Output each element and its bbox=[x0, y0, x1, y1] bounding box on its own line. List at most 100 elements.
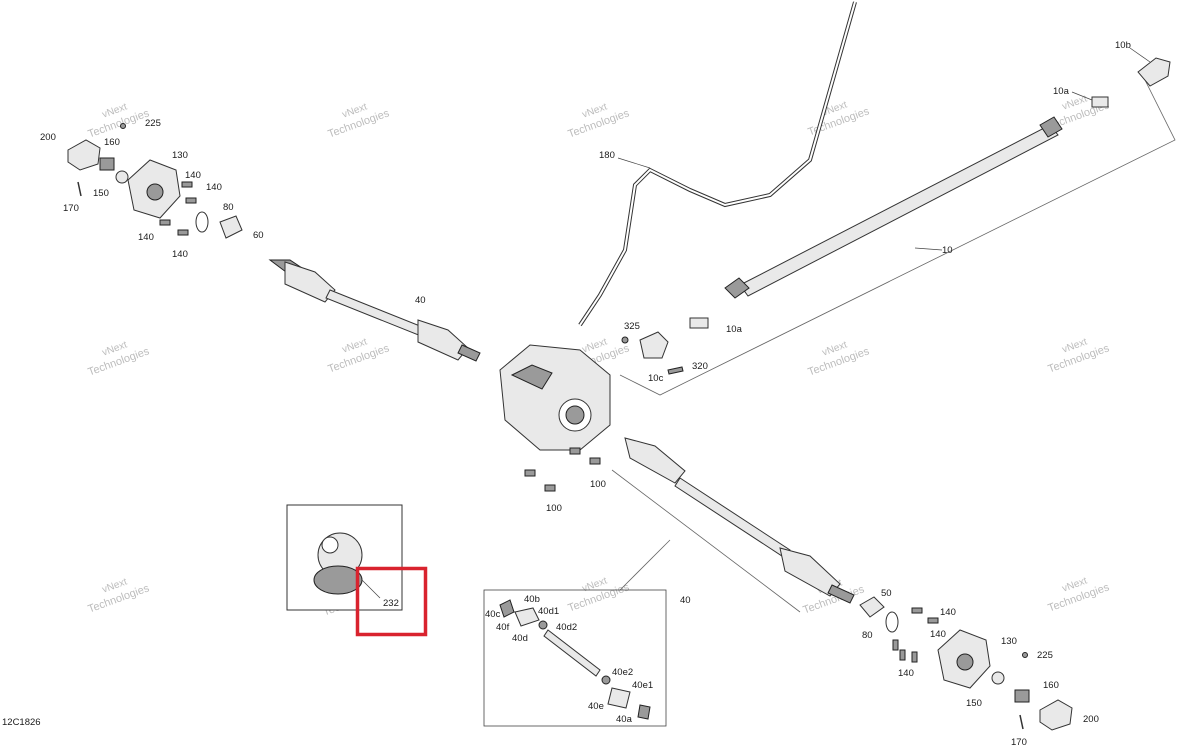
yoke-10b-part bbox=[1137, 57, 1171, 87]
callout-label[interactable]: 10b bbox=[1115, 40, 1131, 51]
shaft-yoke-part bbox=[1039, 116, 1063, 138]
leader-line bbox=[361, 579, 381, 599]
callout-label[interactable]: 180 bbox=[599, 150, 615, 161]
callout-label[interactable]: 50 bbox=[881, 588, 892, 599]
callout-label[interactable]: 80 bbox=[862, 630, 873, 641]
bolt-140-part bbox=[911, 651, 918, 663]
callout-label[interactable]: 140 bbox=[898, 668, 914, 679]
callout-label[interactable]: 170 bbox=[63, 203, 79, 214]
callout-label[interactable]: 40c bbox=[485, 609, 501, 620]
callout-label[interactable]: 40 bbox=[680, 595, 691, 606]
callout-label[interactable]: 10c bbox=[648, 373, 664, 384]
drive-shaft-part bbox=[739, 124, 1059, 297]
callout-labels: 10b 10a 10 10a 10c 320 325 180 225 200 1… bbox=[2, 40, 1131, 747]
inner-cv-boot-part bbox=[624, 437, 686, 484]
callout-label[interactable]: 10a bbox=[1053, 86, 1070, 97]
callout-label[interactable]: 200 bbox=[1083, 714, 1099, 725]
callout-label[interactable]: 140 bbox=[940, 607, 956, 618]
watermark: vNext Technologies bbox=[1046, 575, 1111, 614]
callout-label[interactable]: 140 bbox=[206, 182, 222, 193]
watermark: vNext Technologies bbox=[566, 575, 631, 614]
bolt-320-part bbox=[667, 366, 684, 375]
right-drive-axle-40 bbox=[611, 437, 855, 613]
part-40b bbox=[514, 607, 540, 627]
callout-label[interactable]: 40e1 bbox=[632, 680, 653, 691]
callout-label[interactable]: 40a bbox=[616, 714, 633, 725]
callout-label[interactable]: 225 bbox=[145, 118, 161, 129]
brake-disc-200-part bbox=[67, 139, 101, 171]
callout-label[interactable]: 140 bbox=[138, 232, 154, 243]
axle-shaft-part bbox=[674, 477, 791, 559]
bolt-140-part bbox=[892, 639, 899, 651]
vent-tube-part bbox=[578, 1, 857, 327]
callout-label[interactable]: 150 bbox=[93, 188, 109, 199]
bolt-140-part bbox=[177, 229, 189, 236]
callout-label[interactable]: 10a bbox=[726, 324, 743, 335]
washer-150-part bbox=[991, 671, 1005, 685]
shaft-yoke-part bbox=[724, 277, 750, 299]
nut-160-part bbox=[1014, 689, 1030, 703]
watermark: vNext Technologies bbox=[806, 99, 871, 138]
part-40a bbox=[637, 704, 651, 720]
bolt-140-part bbox=[911, 607, 923, 614]
bolt-140-part bbox=[899, 649, 906, 661]
callout-label[interactable]: 100 bbox=[590, 479, 606, 490]
bolt-100-part bbox=[544, 484, 556, 492]
front-differential bbox=[499, 344, 611, 492]
callout-label[interactable]: 200 bbox=[40, 132, 56, 143]
highlight-box[interactable] bbox=[355, 566, 428, 637]
callout-label[interactable]: 130 bbox=[1001, 636, 1017, 647]
callout-label[interactable]: 320 bbox=[692, 361, 708, 372]
callout-label[interactable]: 140 bbox=[930, 629, 946, 640]
callout-label[interactable]: 40f bbox=[496, 622, 510, 633]
leader-line bbox=[1071, 91, 1093, 101]
snap-ring-80-part bbox=[885, 611, 899, 633]
callout-label[interactable]: 40 bbox=[415, 295, 426, 306]
bolt-140-part bbox=[185, 197, 197, 204]
callout-label[interactable]: 60 bbox=[253, 230, 264, 241]
watermark-layer: vNext Technologies vNext Technologies vN… bbox=[86, 93, 1111, 618]
bolt-140-part bbox=[181, 181, 193, 188]
callout-label[interactable]: 40e2 bbox=[612, 667, 633, 678]
part-40e2 bbox=[601, 675, 611, 685]
leader-line bbox=[619, 539, 671, 591]
callout-label[interactable]: 40e bbox=[588, 701, 604, 712]
watermark: vNext Technologies bbox=[86, 339, 151, 378]
callout-label[interactable]: 80 bbox=[223, 202, 234, 213]
u-joint-10a-part bbox=[1091, 96, 1109, 108]
inset-detail-232 bbox=[286, 504, 403, 611]
callout-label[interactable]: 130 bbox=[172, 150, 188, 161]
callout-label[interactable]: 140 bbox=[172, 249, 188, 260]
callout-label[interactable]: 10 bbox=[942, 245, 953, 256]
bolt-100-part bbox=[524, 469, 536, 477]
callout-label[interactable]: 150 bbox=[966, 698, 982, 709]
right-hub-assembly bbox=[859, 596, 1073, 731]
left-hub-assembly bbox=[67, 123, 243, 239]
brake-disc-200-part bbox=[1039, 699, 1073, 731]
callout-label[interactable]: 40d2 bbox=[556, 622, 577, 633]
callout-label[interactable]: 232 bbox=[383, 598, 399, 609]
bracket-10c-part bbox=[639, 331, 669, 359]
callout-label[interactable]: 170 bbox=[1011, 737, 1027, 747]
callout-label[interactable]: 325 bbox=[624, 321, 640, 332]
callout-label[interactable]: 160 bbox=[1043, 680, 1059, 691]
callout-label[interactable]: 100 bbox=[546, 503, 562, 514]
watermark: vNext Technologies bbox=[1046, 336, 1111, 375]
callout-label[interactable]: 40d bbox=[512, 633, 528, 644]
nut-160-part bbox=[99, 157, 115, 171]
callout-label[interactable]: 160 bbox=[104, 137, 120, 148]
part-40d bbox=[543, 629, 601, 677]
watermark: vNext Technologies bbox=[86, 576, 151, 615]
callout-label[interactable]: 225 bbox=[1037, 650, 1053, 661]
snap-ring-80-part bbox=[195, 211, 209, 233]
callout-label[interactable]: 140 bbox=[185, 170, 201, 181]
axle-exploded-box bbox=[483, 589, 667, 727]
callout-label[interactable]: 40d1 bbox=[538, 606, 559, 617]
bolt-100-part bbox=[569, 447, 581, 455]
differential-housing-part bbox=[499, 344, 611, 451]
bearing-50-part bbox=[859, 596, 885, 618]
part-40e1 bbox=[607, 687, 631, 709]
leader-line bbox=[914, 247, 943, 251]
callout-label[interactable]: 40b bbox=[524, 594, 540, 605]
screw-325-part bbox=[621, 336, 629, 344]
